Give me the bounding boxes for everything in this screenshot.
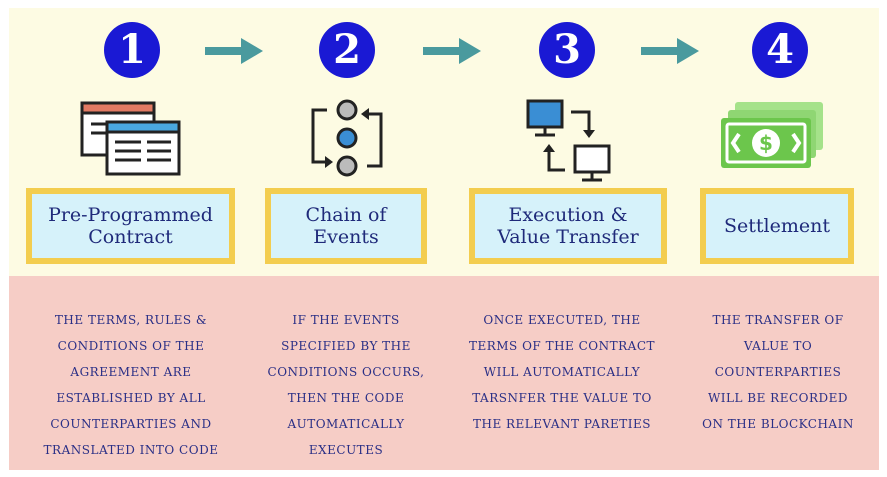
step-3-desc-line: terms of the contract [468, 339, 656, 353]
smart-contract-diagram: 1 2 3 4 [9, 8, 879, 470]
step-1-description: The terms, rules & Conditions of the agr… [19, 307, 243, 463]
step-2-description: If the events specified by the condition… [253, 307, 439, 463]
svg-text:$: $ [759, 131, 773, 155]
step-1-desc-line: agreement are [70, 365, 192, 379]
step-4-desc-line: The transfer of [712, 313, 844, 327]
step-4-desc-line: value to [743, 339, 813, 353]
step-2-title-line: Chain of [305, 203, 387, 226]
arrow-right-icon [641, 38, 699, 64]
step-3-desc-line: Once executed, the [483, 313, 641, 327]
step-2-desc-line: specified by the [281, 339, 411, 353]
step-1-desc-line: translated into code [43, 443, 219, 457]
step-1-number: 1 [104, 22, 160, 78]
step-2-desc-line: then the code [287, 391, 405, 405]
step-1-title-line: Contract [88, 226, 173, 248]
step-2-desc-line: If the events [292, 313, 400, 327]
step-1-desc-line: established by all [56, 391, 206, 405]
step-2-desc-line: executes [308, 443, 384, 457]
step-1-title: Pre-Programmed Contract [26, 188, 235, 264]
step-3-title: Execution & Value Transfer [469, 188, 667, 264]
step-4-number: 4 [752, 22, 808, 78]
chain-of-events-icon [311, 99, 383, 177]
step-3-description: Once executed, the terms of the contract… [449, 307, 675, 437]
step-4-title: Settlement [700, 188, 854, 264]
step-3-desc-line: will automatically [483, 365, 641, 379]
step-4-desc-line: on the blockchain [702, 417, 854, 431]
step-1-title-line: Pre-Programmed [48, 203, 213, 226]
step-4-title-line: Settlement [724, 214, 830, 237]
step-3-desc-line: tarsnfer the value to [472, 391, 652, 405]
descriptions-panel [9, 276, 879, 470]
step-2-desc-line: automatically [287, 417, 405, 431]
arrow-right-icon [205, 38, 263, 64]
computer-transfer-icon [526, 99, 611, 182]
money-stack-icon: $ [721, 102, 823, 168]
step-2-number: 2 [319, 22, 375, 78]
arrow-right-icon [423, 38, 481, 64]
step-3-title-line: Value Transfer [497, 226, 639, 248]
step-4-desc-line: counterparties [714, 365, 842, 379]
step-2-title-line: Events [313, 226, 379, 248]
step-2-title: Chain of Events [265, 188, 427, 264]
step-3-title-line: Execution & [508, 203, 628, 226]
step-3-number: 3 [539, 22, 595, 78]
step-3-desc-line: the relevant pareties [472, 417, 652, 431]
step-2-desc-line: conditions occurs, [267, 365, 425, 379]
step-1-desc-line: counterparties and [50, 417, 212, 431]
step-1-desc-line: Conditions of the [57, 339, 205, 353]
step-4-description: The transfer of value to counterparties … [685, 307, 871, 437]
step-4-desc-line: will be recorded [707, 391, 849, 405]
contract-windows-icon [80, 101, 181, 176]
step-1-desc-line: The terms, rules & [54, 313, 208, 327]
